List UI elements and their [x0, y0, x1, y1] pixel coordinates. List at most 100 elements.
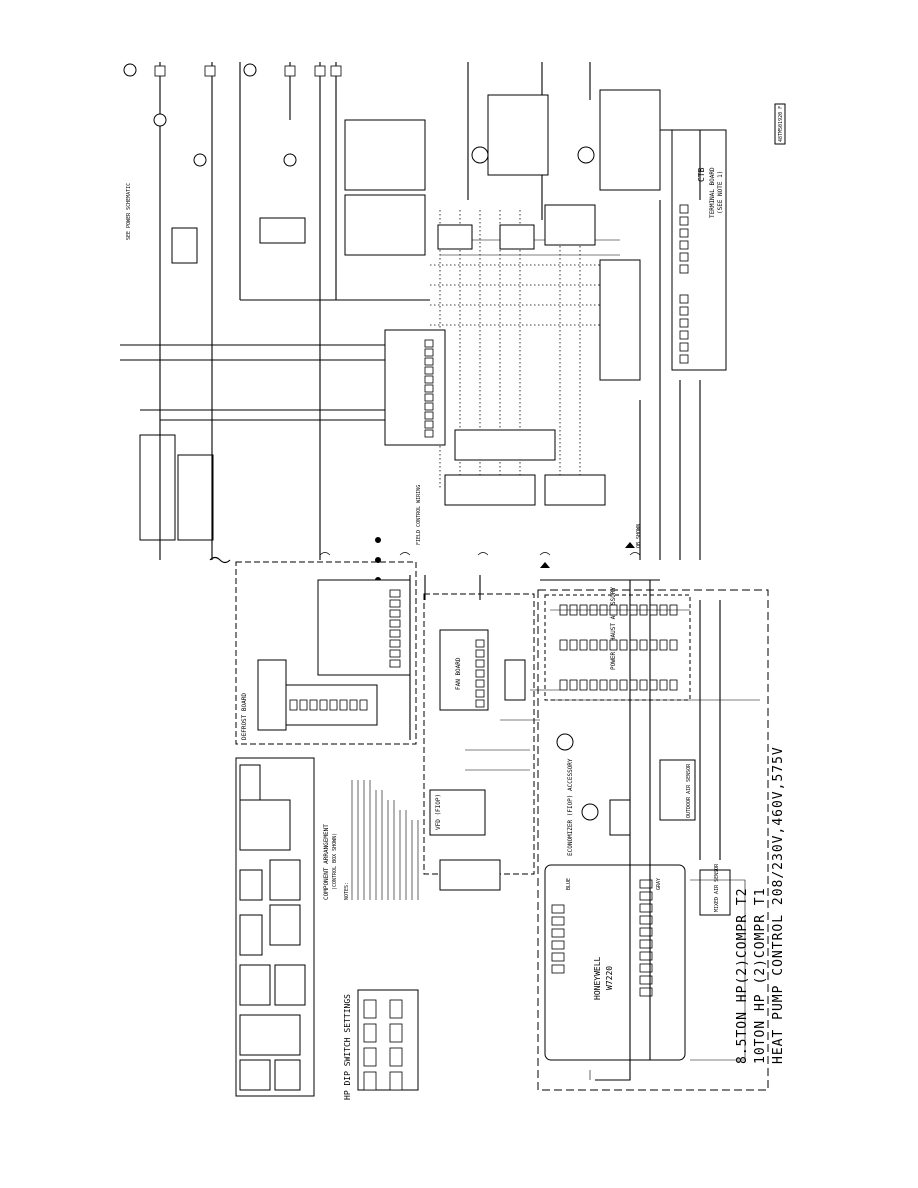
terminal: [679, 252, 689, 262]
terminal: [679, 216, 689, 226]
terminal: [551, 904, 565, 914]
terminal: [679, 204, 689, 214]
terminal: [659, 639, 668, 651]
terminal: [389, 999, 403, 1019]
terminal: [389, 1047, 403, 1067]
see-power-schematic-label: SEE POWER SCHEMATIC: [126, 183, 132, 240]
terminal: [679, 306, 689, 316]
economizer-label: ECONOMIZER (FIOP) ACCESSORY: [567, 758, 574, 856]
terminal: [475, 659, 485, 668]
terminal: [629, 679, 638, 691]
terminal: [424, 420, 434, 429]
ctb-subtitle: TERMINAL BOARD: [709, 167, 716, 218]
terminal: [389, 649, 401, 658]
terminal: [389, 589, 401, 598]
notes-text-lines: [351, 780, 419, 900]
terminal: [639, 879, 653, 889]
ctb-terminal-board: CTB TERMINAL BOARD (SEE NOTE 1): [671, 129, 727, 371]
terminal: [424, 348, 434, 357]
terminal: [679, 240, 689, 250]
terminal: [679, 228, 689, 238]
terminal: [389, 659, 401, 668]
terminal: [330, 65, 342, 77]
power-exhaust-label: POWER EXHAUST ACCESSORY: [610, 587, 617, 670]
terminal: [649, 639, 658, 651]
control-wiring-bottom: [409, 575, 760, 1081]
vfd-label: VFD (FIOP): [435, 794, 442, 830]
terminal: [424, 393, 434, 402]
terminal: [314, 65, 326, 77]
terminal: [389, 609, 401, 618]
terminal: [551, 940, 565, 950]
honeywell-brand: HONEYWELL: [593, 956, 602, 1000]
legend-area: HP DIP SWITCH SETTINGS COMPONENT ARRANGE…: [235, 757, 419, 1100]
terminal: [289, 699, 298, 711]
terminal: [599, 679, 608, 691]
terminal: [649, 679, 658, 691]
terminal: [424, 339, 434, 348]
terminal: [659, 679, 668, 691]
terminal: [363, 1023, 377, 1043]
economizer-terminals: [559, 604, 678, 691]
terminal: [569, 639, 578, 651]
terminal: [669, 639, 678, 651]
terminal: [639, 939, 653, 949]
terminal: [669, 679, 678, 691]
control-wiring-top: FIELD CONTROL WIRING SEE POWER SCHEMATIC…: [120, 62, 701, 560]
terminal: [639, 975, 653, 985]
terminal: [551, 964, 565, 974]
terminal: [424, 375, 434, 384]
honeywell-model: W7220: [605, 966, 614, 990]
terminal: [154, 65, 166, 77]
terminal: [299, 699, 308, 711]
terminal: [639, 951, 653, 961]
terminal: [389, 1023, 403, 1043]
vfd-terminals: [475, 639, 485, 708]
economizer-section: POWER EXHAUST ACCESSORY HONEYWELL W7220 …: [537, 587, 769, 1091]
terminal: [569, 679, 578, 691]
ctb-note: (SEE NOTE 1): [717, 171, 724, 214]
terminal: [679, 354, 689, 364]
component-arrangement-sub: (CONTROL BOX SHOWN): [332, 833, 338, 890]
terminal: [363, 999, 377, 1019]
outdoor-air-label: OUTDOOR AIR SENSOR: [686, 763, 692, 818]
terminal: [609, 639, 618, 651]
terminal: [319, 699, 328, 711]
terminal: [475, 679, 485, 688]
terminal: [389, 639, 401, 648]
terminal: [639, 927, 653, 937]
terminal: [599, 639, 608, 651]
notes-heading: NOTES:: [344, 882, 350, 900]
title-line-2: 10TON HP (2)COMPR T1: [753, 887, 768, 1064]
terminal: [551, 928, 565, 938]
terminal: [284, 65, 296, 77]
title-line-3: 8.5TON HP(2)COMPR T2: [735, 887, 750, 1064]
ctb-name: CTB: [697, 167, 706, 182]
terminal: [679, 294, 689, 304]
terminal: [551, 952, 565, 962]
terminal: [579, 639, 588, 651]
terminal: [679, 342, 689, 352]
terminal: [639, 915, 653, 925]
ob-shown-label: OB SHOWN: [636, 524, 642, 548]
field-control-wiring-label: FIELD CONTROL WIRING: [416, 485, 422, 545]
terminal: [639, 903, 653, 913]
terminal: [559, 639, 568, 651]
title-line-1: HEAT PUMP CONTROL 208/230V,460V,575V: [771, 746, 786, 1064]
terminal: [619, 639, 628, 651]
blue-label: BLUE: [566, 878, 572, 890]
terminal: [329, 699, 338, 711]
terminal: [363, 1071, 377, 1091]
terminal: [475, 669, 485, 678]
vfd-fan-section: FAN BOARD VFD (FIOP): [423, 593, 535, 891]
terminal: [424, 429, 434, 438]
terminal: [424, 366, 434, 375]
terminal: [679, 264, 689, 274]
honeywell-terminals: [551, 879, 653, 997]
terminal: [204, 65, 216, 77]
ctb-terminals: [679, 204, 689, 364]
terminal: [629, 639, 638, 651]
cont-board-terminals: [424, 339, 434, 438]
terminal: [551, 916, 565, 926]
